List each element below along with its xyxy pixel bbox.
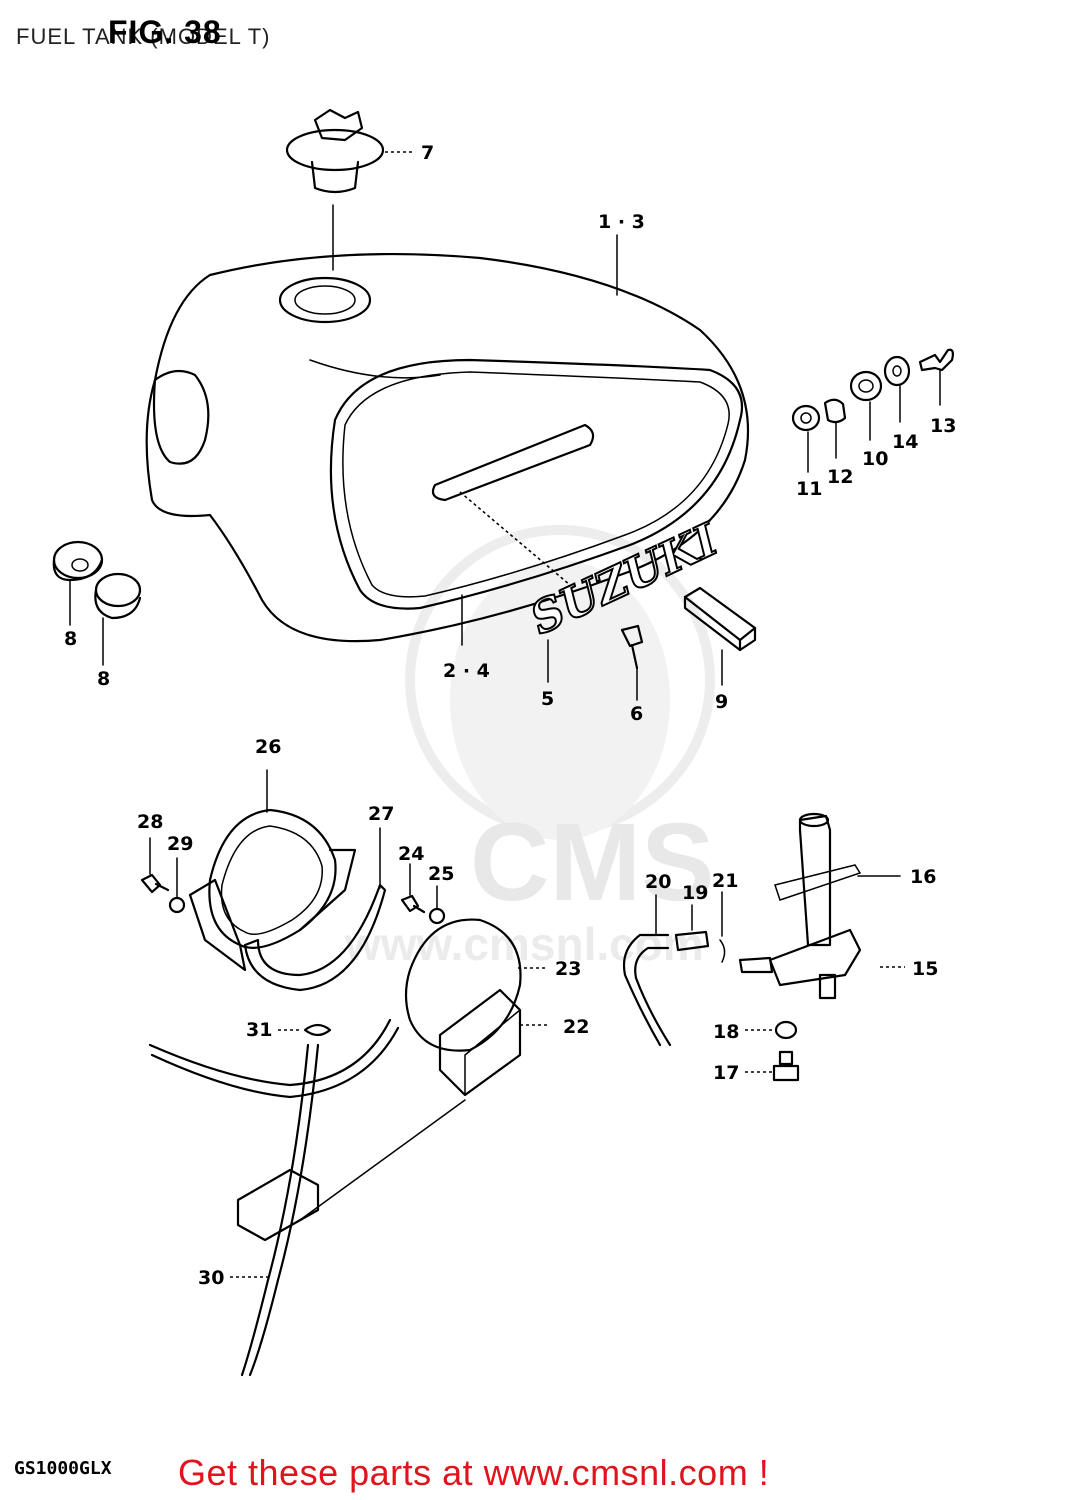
bolt-17 <box>772 1050 800 1082</box>
emblem-guide-line <box>459 491 571 586</box>
cushion-8a <box>52 540 104 582</box>
callout-21: 21 <box>712 870 738 892</box>
callout-9: 9 <box>715 691 728 713</box>
figure-label: FIG. 38 <box>108 14 222 50</box>
screw-28 <box>140 873 170 894</box>
callout-26: 26 <box>255 736 281 758</box>
washer-29 <box>168 896 186 914</box>
callout-29: 29 <box>167 833 193 855</box>
callout-14: 14 <box>892 431 918 453</box>
callout-31: 31 <box>246 1019 272 1041</box>
gasket-27 <box>243 883 387 992</box>
callout-5: 5 <box>541 688 554 710</box>
callout-24: 24 <box>398 843 424 865</box>
callout-20: 20 <box>645 871 671 893</box>
fuel-tank <box>145 252 750 643</box>
watermark: CMS www.cmsnl.com <box>344 525 715 970</box>
callout-8b: 8 <box>97 668 110 690</box>
callout-18: 18 <box>713 1021 739 1043</box>
fuel-hose <box>622 930 726 1047</box>
fuel-cap <box>285 108 412 194</box>
gauge-cover-26 <box>188 808 357 972</box>
callout-1-3: 1 · 3 <box>598 211 645 233</box>
watermark-url: www.cmsnl.com <box>344 918 704 970</box>
wiring-harness <box>148 1018 466 1377</box>
callout-22: 22 <box>563 1016 589 1038</box>
callout-28: 28 <box>137 811 163 833</box>
mount-hardware <box>791 348 954 432</box>
watermark-text: CMS <box>470 801 714 924</box>
callout-13: 13 <box>930 415 956 437</box>
model-code: GS1000GLX <box>14 1458 112 1479</box>
callout-12: 12 <box>827 466 853 488</box>
callout-27: 27 <box>368 803 394 825</box>
callout-8a: 8 <box>64 628 77 650</box>
callout-30: 30 <box>198 1267 224 1289</box>
get-parts-link[interactable]: Get these parts at www.cmsnl.com ! <box>178 1452 770 1493</box>
callout-2-4: 2 · 4 <box>443 660 490 682</box>
callout-10: 10 <box>862 448 888 470</box>
washer-18 <box>774 1020 798 1040</box>
fuel-gauge-unit <box>404 918 522 1097</box>
cushion-8b <box>94 572 142 620</box>
callout-7: 7 <box>421 142 434 164</box>
pad-9 <box>683 586 757 652</box>
fuel-cock <box>738 812 862 1000</box>
callout-15: 15 <box>912 958 938 980</box>
clamp-31 <box>303 1023 332 1037</box>
callout-17: 17 <box>713 1062 739 1084</box>
screw-24 <box>400 894 426 914</box>
callout-6: 6 <box>630 703 643 725</box>
callout-11: 11 <box>796 478 822 500</box>
callout-19: 19 <box>682 882 708 904</box>
page-title: FUEL TANK (MODEL T) <box>16 24 271 49</box>
callout-25: 25 <box>428 863 454 885</box>
screw-6 <box>620 624 644 670</box>
callout-16: 16 <box>910 866 936 888</box>
callout-23: 23 <box>555 958 581 980</box>
